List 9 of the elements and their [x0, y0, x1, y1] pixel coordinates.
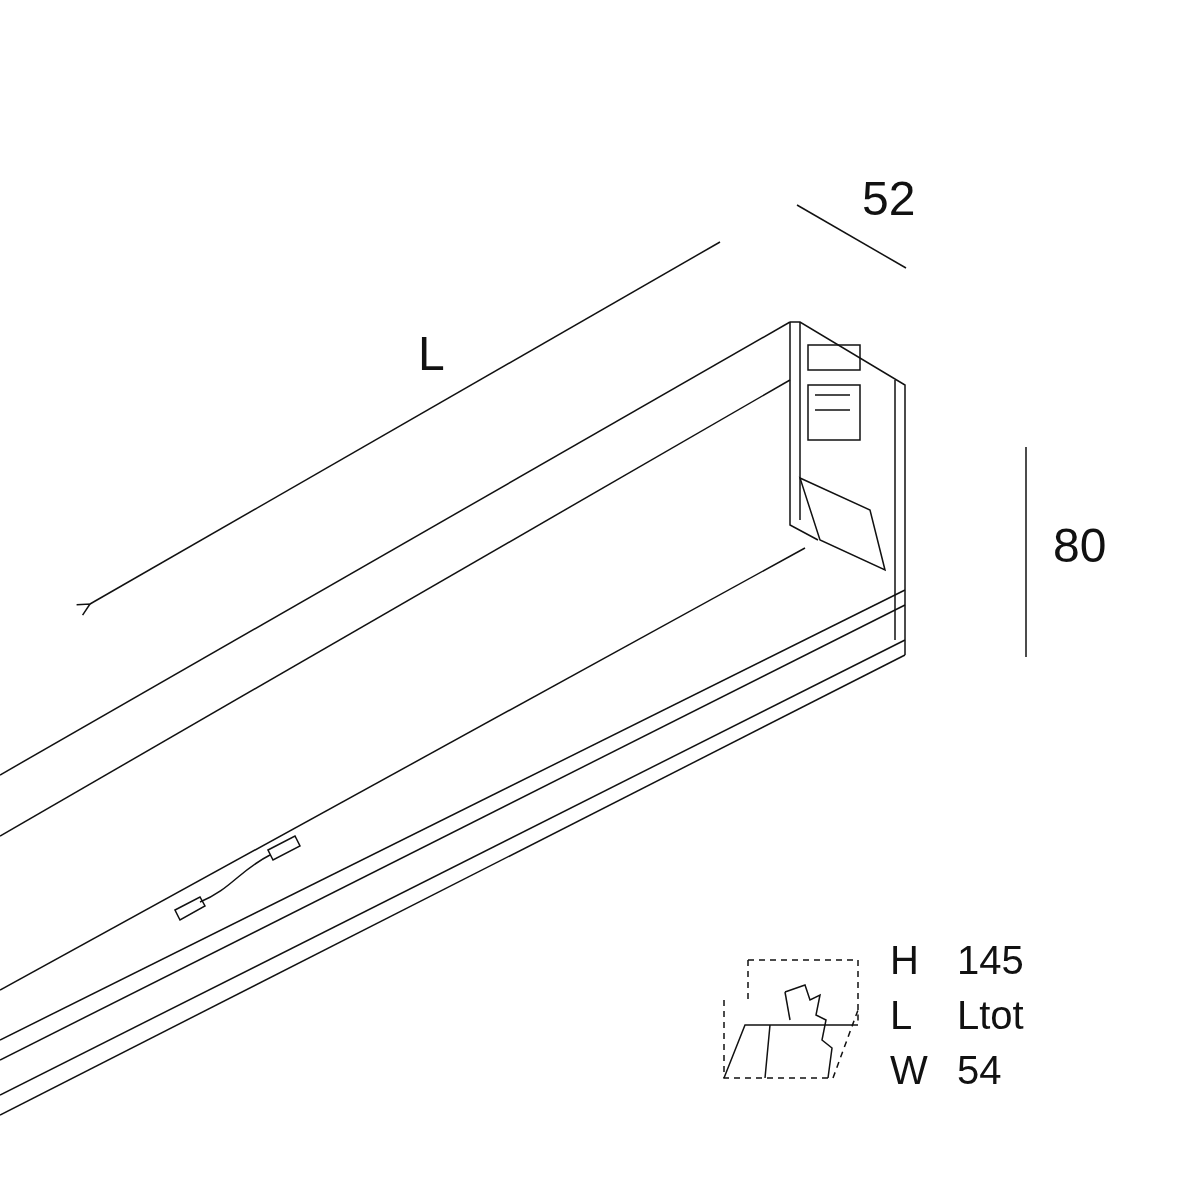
dimension-value: Ltot [957, 995, 1024, 1035]
dimension-label: 52 [862, 175, 916, 223]
dimension-value: 54 [957, 1050, 1002, 1090]
dimension-label: 80 [1053, 522, 1107, 570]
dimension-symbol: L [890, 995, 913, 1035]
dimension-symbol: W [890, 1050, 928, 1090]
dimension-value: 145 [957, 940, 1024, 980]
dimension-symbol: H [890, 940, 919, 980]
dimension-label: L [418, 330, 445, 378]
